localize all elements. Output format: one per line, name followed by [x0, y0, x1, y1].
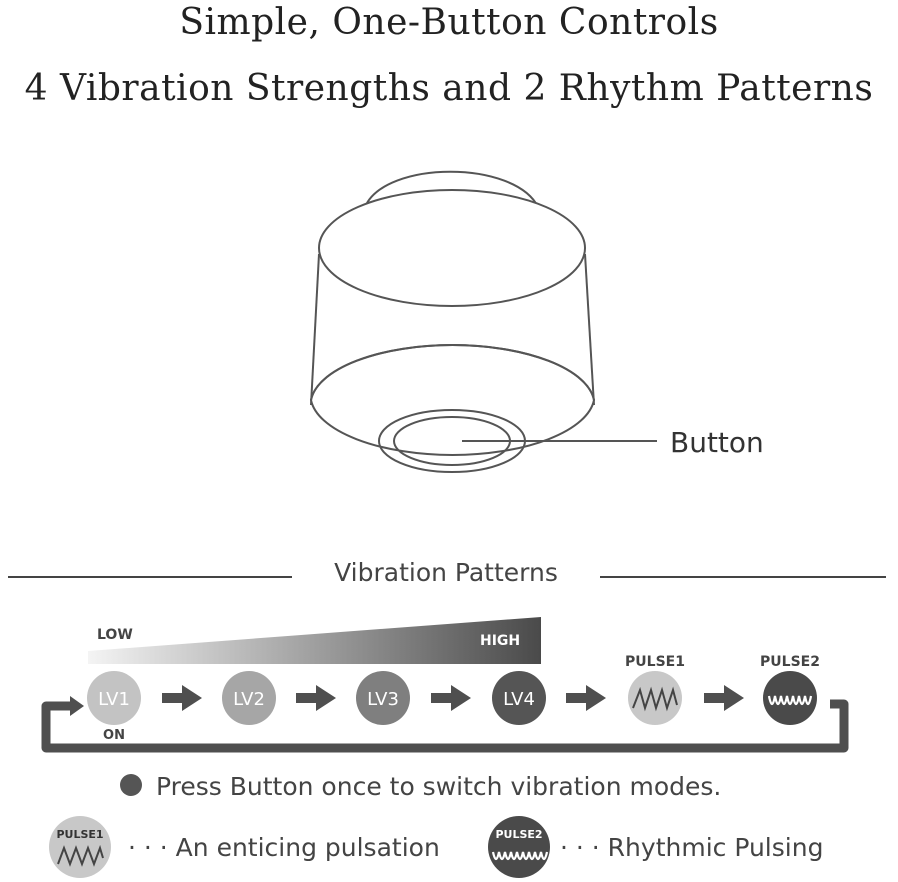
lv2-circle	[222, 671, 276, 725]
low-label: LOW	[97, 627, 133, 643]
device-right-side	[584, 253, 595, 406]
lv3-circle	[356, 671, 410, 725]
legend-pulse1-desc: · · · An enticing pulsation	[128, 833, 440, 862]
pulse1-caption: PULSE1	[625, 654, 685, 670]
lv4-circle	[492, 671, 546, 725]
title-line-1: Simple, One-Button Controls	[179, 2, 719, 43]
instruction-text: Press Button once to switch vibration mo…	[156, 772, 721, 801]
legend-pulse1-label: PULSE1	[56, 828, 103, 841]
lv1-circle	[87, 671, 141, 725]
loop-back-arrowhead	[70, 696, 84, 716]
section-title: Vibration Patterns	[334, 558, 558, 587]
loop-back-path	[41, 699, 849, 753]
device-top-ellipse	[318, 189, 586, 307]
pulse1-wave-icon	[632, 686, 678, 712]
pulse2-wave-icon	[767, 695, 813, 706]
pulse1-circle	[628, 671, 682, 725]
pulse2-caption: PULSE2	[760, 654, 820, 670]
lv2-label: LV2	[233, 689, 265, 710]
device-left-side	[310, 253, 320, 406]
legend-pulse1-wave-icon	[57, 844, 104, 867]
device-top-dome	[364, 170, 539, 208]
high-label: HIGH	[480, 633, 520, 649]
button-label: Button	[670, 426, 764, 459]
arrow-icon	[431, 685, 471, 711]
arrow-icon	[566, 685, 606, 711]
on-label: ON	[103, 728, 125, 743]
pulse2-circle	[763, 671, 817, 725]
legend-pulse2-badge	[488, 816, 550, 878]
title-line-2: 4 Vibration Strengths and 2 Rhythm Patte…	[24, 68, 874, 109]
step-arrows	[162, 685, 744, 711]
bullet-dot	[120, 774, 142, 796]
legend-pulse2-desc: · · · Rhythmic Pulsing	[560, 833, 823, 862]
device-base-hide	[310, 344, 595, 401]
intensity-gradient	[88, 617, 541, 664]
device-illustration	[309, 170, 657, 473]
arrow-icon	[296, 685, 336, 711]
arrow-icon	[162, 685, 202, 711]
lv1-label: LV1	[98, 689, 130, 710]
legend-pulse2-wave-icon	[491, 851, 549, 861]
lv3-label: LV3	[367, 689, 399, 710]
legend-pulse2-label: PULSE2	[495, 828, 542, 841]
legend-pulse1-badge	[49, 816, 111, 878]
lv4-label: LV4	[503, 689, 535, 710]
arrow-icon	[704, 685, 744, 711]
